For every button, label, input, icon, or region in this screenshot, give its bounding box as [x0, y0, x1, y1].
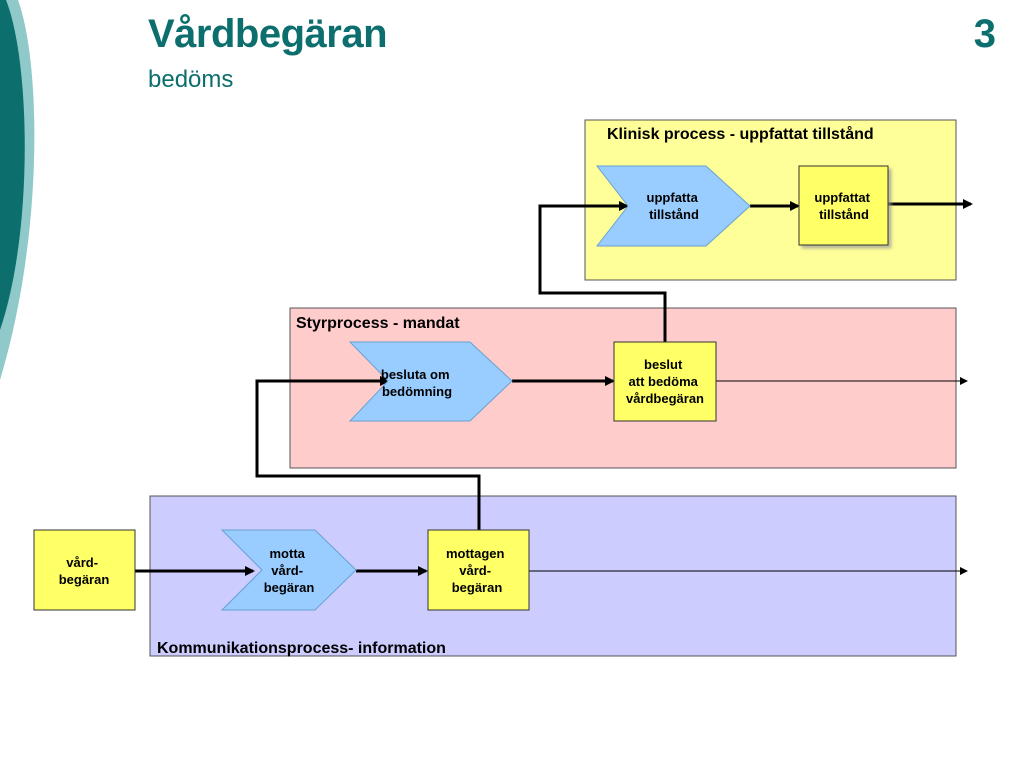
slide-title: Vårdbegäran [148, 12, 388, 56]
lane-clinical-title: Klinisk process - uppfattat tillstånd [607, 125, 874, 143]
node-received-label: mottagen vård- begäran [446, 546, 508, 595]
node-decision-label: beslut att bedöma vårdbegäran [626, 357, 704, 406]
connector-received-to-decide [255, 376, 481, 530]
node-received [427, 529, 530, 611]
connector-decision-to-perceive [538, 201, 667, 342]
lane-communication-title: Kommunikationsprocess- information [157, 640, 446, 657]
node-perceived [798, 165, 889, 246]
activity-decide-label: besluta om bedömning [381, 367, 453, 399]
node-decision [613, 341, 717, 422]
node-input-request-label: vård- begäran [59, 555, 110, 587]
activity-receive [220, 529, 357, 611]
activity-perceive [595, 165, 751, 247]
activity-receive-label: motta vård- begäran [264, 546, 315, 595]
node-perceived-label: uppfattat tillstånd [814, 190, 873, 222]
page-number: 3 [973, 12, 996, 56]
slide-subtitle: bedöms [148, 66, 234, 93]
teal-dark-shape [0, 0, 25, 330]
lane-control-title: Styrprocess - mandat [296, 315, 460, 332]
node-input-request [33, 529, 136, 611]
activity-decide [348, 341, 513, 422]
teal-decoration [0, 0, 35, 380]
activity-perceive-label: uppfatta tillstånd [647, 190, 702, 222]
